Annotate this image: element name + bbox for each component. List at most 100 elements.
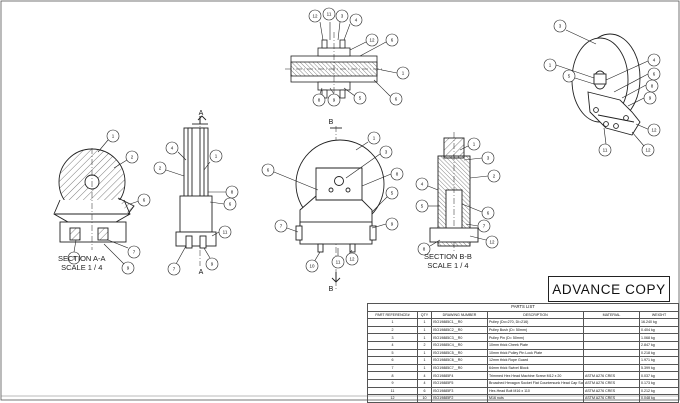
table-cell: 0.048 kg	[638, 394, 680, 403]
cut-label-b-bottom: B	[329, 286, 334, 293]
balloon-label: 8	[318, 98, 321, 103]
balloon-label: 1	[402, 71, 405, 76]
table-cell: 16.240 kg	[638, 318, 680, 327]
balloon-label: 7	[280, 224, 283, 229]
balloon-label: 5	[421, 204, 424, 209]
balloon-label: 5	[359, 96, 362, 101]
table-cell	[583, 348, 640, 358]
balloon-label: 12	[369, 38, 375, 43]
table-cell: 5	[367, 348, 418, 358]
parts-list-title: PARTS LIST	[366, 303, 680, 312]
balloon-label: 9	[211, 262, 214, 267]
balloon-label: 3	[385, 150, 388, 155]
balloon-label: 12	[651, 128, 657, 133]
table-cell	[583, 340, 640, 350]
front-view	[295, 126, 385, 290]
cut-label-a: A	[199, 110, 204, 117]
table-cell: ISO19885C1__R0	[431, 318, 488, 327]
balloon-label: 6	[487, 211, 490, 216]
parts-list-column-header: QTY	[417, 310, 432, 320]
parts-list-column-header: DRAWING NUMBER	[431, 310, 488, 320]
table-cell: ASTM A276 CRES	[583, 386, 640, 396]
balloon-label: 6	[229, 202, 232, 207]
table-cell: 1	[417, 325, 432, 335]
table-cell: Trimmed Hex Head Machine Screw M12 x 20	[487, 371, 584, 380]
balloon-label: 9	[127, 266, 130, 271]
table-cell: 1	[417, 348, 432, 358]
balloon-label: 1	[112, 134, 115, 139]
table-cell: 9	[367, 378, 418, 388]
table-cell: 0.212 kg	[638, 386, 680, 396]
balloon-label: 6	[395, 97, 398, 102]
table-cell: 1.971 kg	[638, 356, 680, 365]
table-cell: 4	[417, 378, 432, 388]
balloon-label: 8	[396, 172, 399, 177]
table-cell: 7	[367, 363, 418, 373]
balloon-label: 6	[143, 198, 146, 203]
parts-list-column-header: WEIGHT	[638, 310, 680, 320]
balloon-label: 12	[645, 148, 651, 153]
table-cell: 0.404 kg	[638, 325, 680, 335]
balloon-label: 11	[223, 230, 228, 235]
balloon-label: 5	[568, 74, 571, 79]
balloon-label: 7	[133, 250, 136, 255]
balloon-label: 9	[391, 222, 394, 227]
table-cell: 10mm thick Cheek Plate	[487, 340, 584, 350]
balloon-label: 12	[312, 14, 318, 19]
section-a-a-scale: SCALE 1 / 4	[61, 263, 103, 272]
balloon-label: 3	[341, 14, 344, 19]
balloon-label: 12	[489, 240, 495, 245]
balloon-label: 4	[421, 182, 424, 187]
table-cell: ISO19885C6__R0	[431, 356, 488, 365]
table-cell: 4	[367, 340, 418, 350]
table-cell: 1	[417, 318, 432, 327]
table-cell: Pulley (Do=270, Di=216)	[487, 318, 584, 327]
table-cell: 10	[417, 394, 432, 403]
section-b-b-label: SECTION B-B SCALE 1 / 4	[424, 252, 472, 270]
balloon-label: 6	[267, 168, 270, 173]
table-cell	[583, 333, 640, 342]
side-view	[175, 115, 217, 266]
table-cell	[583, 363, 640, 373]
table-cell: 1	[417, 363, 432, 373]
table-cell: 11	[367, 386, 418, 396]
table-cell: 10mm thick Pulley Pin Lock Plate	[487, 348, 584, 358]
section-b-b-scale: SCALE 1 / 4	[427, 261, 469, 270]
balloon-label: 1	[373, 136, 376, 141]
table-cell	[583, 318, 640, 327]
balloon-label: 8	[231, 190, 234, 195]
table-cell: ISO19885C5__R0	[431, 348, 488, 358]
advance-copy-stamp: ADVANCE COPY	[548, 276, 670, 302]
balloon-label: 3	[487, 156, 490, 161]
table-cell: 3	[367, 333, 418, 342]
balloon-label: 1	[549, 63, 552, 68]
balloon-callouts: 12 11 3 4 12 6 1 8 9 5 6 1 5 3 4 6 8 9 1…	[67, 7, 661, 276]
balloon-label: 6	[391, 38, 394, 43]
table-cell: 64mm thick Swivel Block	[487, 363, 584, 373]
balloon-label: 9	[333, 98, 336, 103]
table-cell: Pulley Pin (D= 50mm)	[487, 333, 584, 342]
balloon-label: 11	[327, 12, 332, 17]
table-cell: 2	[367, 325, 418, 335]
table-cell: ISO19885C2__R0	[431, 325, 488, 335]
balloon-label: 4	[171, 146, 174, 151]
table-cell: ASTM A276 CRES	[583, 371, 640, 380]
balloon-label: 4	[355, 18, 358, 23]
table-cell: ISO19885F5	[431, 378, 488, 388]
balloon-label: 7	[483, 224, 486, 229]
section-b-b-title: SECTION B-B	[424, 252, 472, 261]
balloon-label: 2	[159, 166, 162, 171]
balloon-label: 2	[131, 155, 134, 160]
table-cell: Hex-Head Bolt M16 x 110	[487, 386, 584, 396]
isometric-view	[571, 33, 641, 136]
table-cell: 12mm thick Rope Guard	[487, 356, 584, 365]
parts-list-column-header: MATERIAL	[583, 310, 640, 320]
